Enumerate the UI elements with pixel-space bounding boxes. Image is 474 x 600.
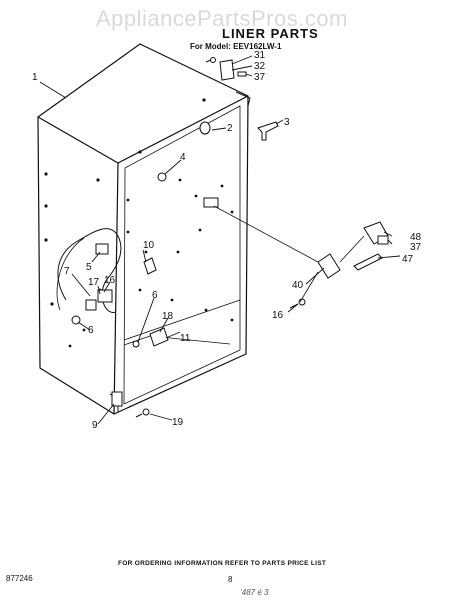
callout-17: 17	[88, 277, 100, 288]
callout-9: 9	[92, 420, 98, 431]
control-part-16	[85, 299, 97, 311]
part-37b	[377, 235, 389, 245]
hinge-pin-37	[237, 71, 247, 77]
hinge-screw-31	[210, 57, 216, 63]
bracket-part-3	[257, 121, 279, 141]
leader-line	[213, 205, 365, 303]
callout-4: 4	[180, 152, 186, 163]
callout-48: 48	[410, 232, 422, 243]
callout-37b: 37	[410, 242, 422, 253]
callout-5: 5	[86, 262, 92, 273]
screw-part-16b	[298, 298, 306, 306]
callout-37a: 37	[254, 72, 266, 83]
callout-47: 47	[402, 254, 414, 265]
liner-cutout	[203, 197, 219, 208]
liner-back-edge	[37, 116, 119, 415]
cover-part-40	[317, 253, 341, 279]
document-code: 877246	[6, 574, 33, 583]
callout-31: 31	[254, 50, 266, 61]
gasket-part-47	[353, 253, 383, 271]
callout-1: 1	[32, 72, 38, 83]
callout-6a: 6	[88, 325, 94, 336]
screw-part-19	[142, 408, 150, 416]
control-part-17	[97, 289, 113, 303]
site-watermark: AppliancePartsPros.com	[96, 6, 348, 31]
callout-16a: 16	[104, 275, 116, 286]
callout-18: 18	[162, 311, 174, 322]
ink-mark: ‘487 é 3	[240, 588, 269, 597]
model-number: For Model: EEV162LW-1	[190, 42, 282, 51]
lower-hinge-part-9	[111, 391, 123, 407]
callout-10: 10	[143, 240, 155, 251]
callout-32: 32	[254, 61, 266, 72]
screw-part-6b	[132, 340, 140, 348]
thermostat-part-10	[143, 257, 157, 275]
callout-11: 11	[180, 333, 191, 344]
screw-part-4	[157, 172, 167, 182]
callout-2: 2	[227, 123, 233, 134]
callout-16b: 16	[272, 310, 284, 321]
bracket-part-18	[149, 327, 169, 347]
switch-part-5	[95, 243, 109, 255]
ordering-info: FOR ORDERING INFORMATION REFER TO PARTS …	[118, 560, 327, 567]
page-number: 8	[228, 575, 233, 584]
callout-19: 19	[172, 417, 184, 428]
callout-6b: 6	[152, 290, 158, 301]
liner-outline	[37, 43, 249, 415]
callout-3: 3	[284, 117, 290, 128]
callout-40: 40	[292, 280, 304, 291]
hinge-plate	[219, 59, 235, 81]
diagram-title: LINER PARTS	[222, 26, 319, 41]
callout-7: 7	[64, 266, 70, 277]
plug-part-2	[199, 121, 211, 135]
